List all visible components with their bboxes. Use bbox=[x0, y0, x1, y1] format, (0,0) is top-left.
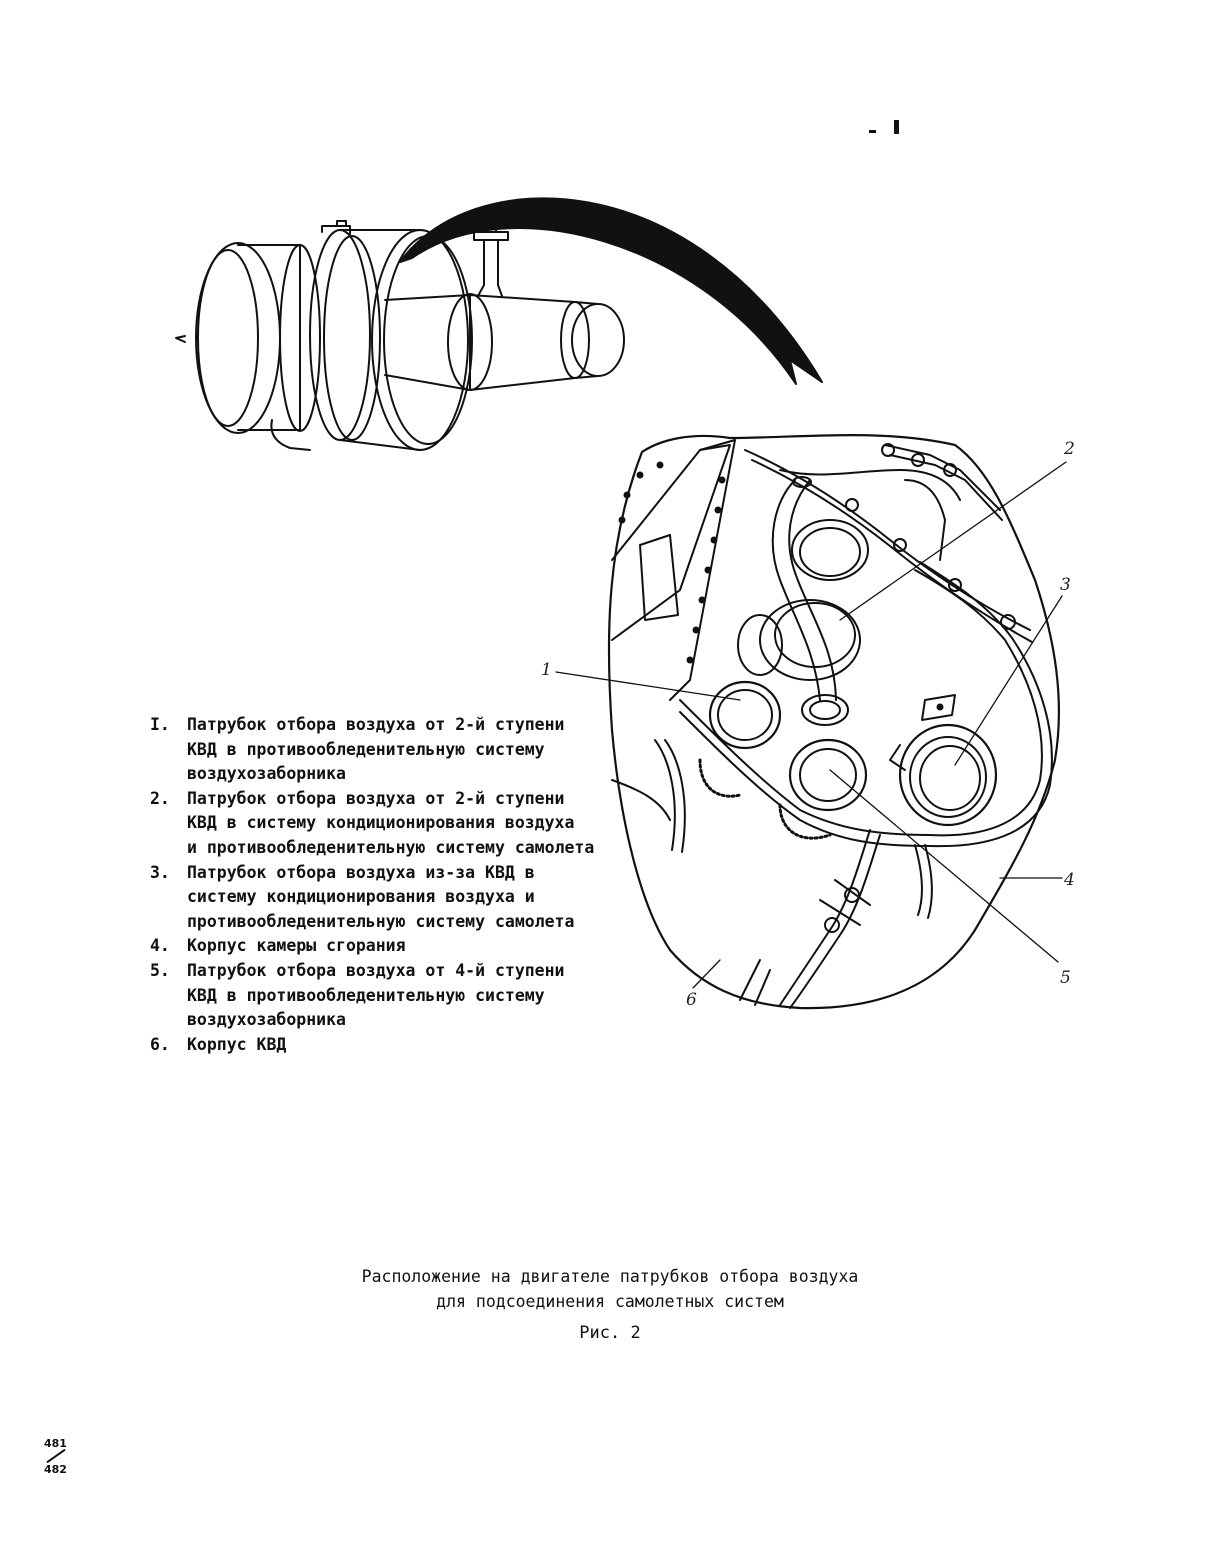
legend-number: 5. bbox=[150, 960, 170, 980]
page-mark bbox=[894, 120, 899, 134]
caption-line: для подсоединения самолетных систем bbox=[436, 1292, 784, 1311]
page-number: 481 482 bbox=[44, 1438, 74, 1476]
engine-overview bbox=[175, 220, 625, 451]
legend-item: 5. Патрубок отбора воздуха от 4-й ступен… bbox=[150, 959, 630, 1033]
arrow-icon bbox=[399, 197, 823, 385]
legend-line: Корпус КВД bbox=[187, 1034, 287, 1054]
legend-number: 3. bbox=[150, 862, 170, 882]
callout-6: 6 bbox=[686, 990, 697, 1010]
legend-number: 6. bbox=[150, 1034, 170, 1054]
legend-line: КВД в противообледенительную систему bbox=[187, 985, 545, 1005]
legend-line: Патрубок отбора воздуха из-за КВД в bbox=[187, 862, 535, 882]
callout-3: 3 bbox=[1060, 575, 1071, 595]
callout-4: 4 bbox=[1064, 870, 1075, 890]
legend-line: и противообледенительную систему самолет… bbox=[187, 837, 595, 857]
legend-line: Корпус камеры сгорания bbox=[187, 936, 406, 956]
callout-2: 2 bbox=[1064, 439, 1075, 459]
legend-item: I. Патрубок отбора воздуха от 2-й ступен… bbox=[150, 713, 630, 787]
legend-item: 4. Корпус камеры сгорания bbox=[150, 934, 630, 959]
caption-line: Расположение на двигателе патрубков отбо… bbox=[361, 1267, 859, 1286]
legend-item: 2. Патрубок отбора воздуха от 2-й ступен… bbox=[150, 787, 630, 861]
detail-view bbox=[607, 433, 1061, 1010]
callout-1: 1 bbox=[541, 660, 552, 680]
callout-5: 5 bbox=[1060, 968, 1071, 988]
legend-number: 4. bbox=[150, 936, 170, 956]
legend-line: воздухозаборника bbox=[187, 764, 346, 784]
legend-item: 3. Патрубок отбора воздуха из-за КВД в с… bbox=[150, 861, 630, 935]
legend-line: Патрубок отбора воздуха от 4-й ступени bbox=[187, 960, 565, 980]
legend-number: I. bbox=[150, 715, 170, 734]
legend-number: 2. bbox=[150, 788, 170, 808]
leader-lines bbox=[555, 461, 1067, 989]
figure-number: Рис. 2 bbox=[579, 1323, 641, 1343]
legend-line: противообледенительную систему самолета bbox=[187, 911, 575, 931]
legend-line: Патрубок отбора воздуха от 2-й ступени bbox=[187, 788, 565, 808]
legend-line: воздухозаборника bbox=[187, 1010, 346, 1030]
page-number-bottom: 482 bbox=[44, 1463, 67, 1476]
page-number-top: 481 bbox=[44, 1437, 67, 1450]
legend-item: 6. Корпус КВД bbox=[150, 1033, 630, 1058]
page-mark-dash bbox=[869, 130, 876, 133]
legend-line: Патрубок отбора воздуха от 2-й ступени bbox=[187, 715, 565, 734]
legend-line: систему кондиционирования воздуха и bbox=[187, 887, 535, 907]
legend: I. Патрубок отбора воздуха от 2-й ступен… bbox=[150, 713, 630, 1057]
page-number-slash bbox=[46, 1448, 66, 1464]
legend-line: КВД в противообледенительную систему bbox=[187, 739, 545, 759]
legend-line: КВД в систему кондиционирования воздуха bbox=[187, 813, 575, 833]
figure-caption: Расположение на двигателе патрубков отбо… bbox=[300, 1264, 920, 1314]
